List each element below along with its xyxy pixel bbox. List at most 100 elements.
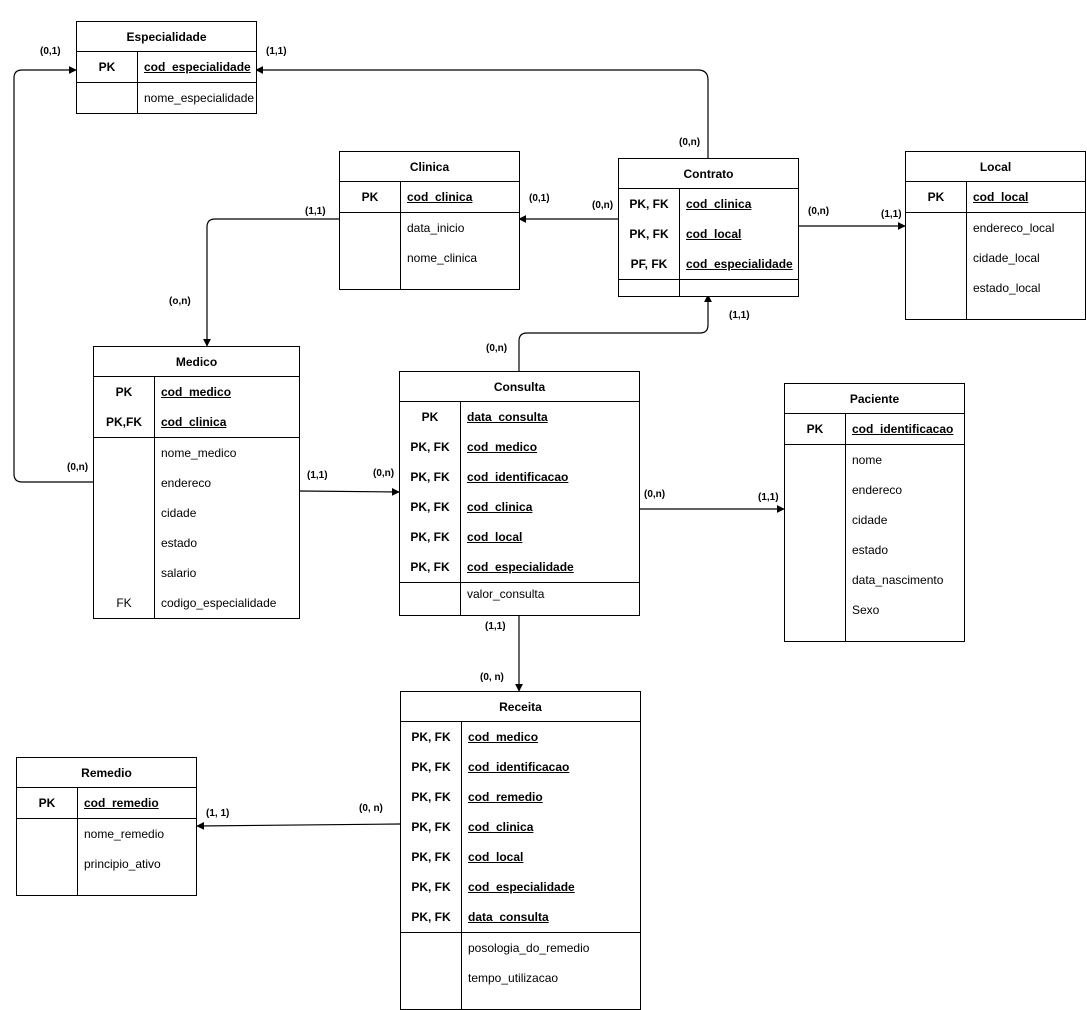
key-field: cod_medico (161, 385, 232, 399)
edge-contrato-especialidade (255, 66, 709, 158)
key-field: cod_medico (467, 440, 538, 454)
cardinality-label: (0, n) (480, 672, 504, 683)
key-field: cod_clinica (467, 500, 533, 514)
attribute-row: nome_remedio (17, 819, 196, 849)
edge-clinica-medico (203, 218, 339, 347)
cardinality-label: (0,n) (373, 468, 395, 479)
attribute-field: nome_especialidade (144, 91, 255, 105)
key-type: PK, FK (410, 530, 450, 544)
attribute-row: principio_ativo (17, 849, 196, 879)
attribute-row: endereco (785, 475, 964, 505)
cardinality-label: (1, 1) (206, 808, 230, 819)
key-type: PK (361, 190, 379, 204)
key-type: PK, FK (411, 880, 451, 894)
attribute-field: cidade_local (973, 251, 1040, 265)
attribute-section: nome_especialidade (77, 83, 256, 113)
edge-medico-consulta (299, 487, 400, 496)
attribute-row: estado_local (906, 273, 1085, 303)
attribute-row: salario (94, 558, 299, 588)
attribute-section: nome_medico endereco cidade estado salar… (94, 438, 299, 618)
attribute-row: nome (785, 445, 964, 475)
attribute-field: estado (852, 543, 889, 557)
key-type: PK,FK (106, 415, 142, 429)
entity-title: Remedio (17, 758, 196, 788)
attribute-field: posologia_do_remedio (468, 941, 590, 955)
key-type: PK, FK (410, 470, 450, 484)
edge-consulta-contrato (518, 294, 712, 371)
key-field: cod_local (468, 850, 524, 864)
attribute-row: data_nascimento (785, 565, 964, 595)
attribute-row: posologia_do_remedio (401, 933, 640, 963)
cardinality-label: (0,n) (808, 206, 830, 217)
attribute-field: cidade (852, 513, 888, 527)
attribute-field: nome_remedio (84, 827, 165, 841)
cardinality-label: (1,1) (266, 46, 287, 57)
key-field: cod_clinica (407, 190, 473, 204)
key-type: PK, FK (629, 197, 669, 211)
attribute-section (619, 280, 798, 296)
attribute-section: valor_consulta (400, 583, 639, 615)
key-type: PK, FK (410, 560, 450, 574)
key-type: PK, FK (411, 760, 451, 774)
attribute-row: cidade_local (906, 243, 1085, 273)
entity-medico[interactable]: Medico PK cod_medico PK,FK cod_clinica nom… (93, 346, 300, 619)
entity-title: Clinica (340, 152, 519, 182)
attribute-field: principio_ativo (84, 857, 161, 871)
key-field: data_consulta (467, 410, 548, 424)
attribute-section: nome_remedio principio_ativo (17, 819, 196, 895)
cardinality-label: (1,1) (729, 310, 750, 321)
cardinality-label: (0,n) (679, 137, 701, 148)
key-field: cod_especialidade (144, 60, 251, 74)
attribute-row: nome_clinica (340, 243, 519, 273)
attribute-field: endereco (161, 476, 212, 490)
attribute-field: salario (161, 566, 197, 580)
attribute-row: Sexo (785, 595, 964, 625)
cardinality-label: (o,n) (169, 296, 191, 307)
key-type: PF, FK (630, 257, 668, 271)
key-field: cod_clinica (161, 415, 227, 429)
key-field: cod_especialidade (468, 880, 575, 894)
attribute-row: tempo_utilizacao (401, 963, 640, 993)
attr-key-type: FK (116, 596, 132, 610)
entity-title: Especialidade (77, 22, 256, 52)
attribute-field: codigo_especialidade (161, 596, 277, 610)
key-field: cod_local (973, 190, 1029, 204)
attribute-field: data_nascimento (852, 573, 944, 587)
edge-medico-especialidade (13, 66, 93, 483)
cardinality-label: (0,n) (644, 489, 666, 500)
attribute-field: nome_medico (161, 446, 237, 460)
attribute-row: nome_medico (94, 438, 299, 468)
cardinality-label: (1,1) (881, 209, 902, 220)
key-type: PK, FK (629, 227, 669, 241)
key-field: cod_remedio (468, 790, 543, 804)
attribute-row: endereco (94, 468, 299, 498)
cardinality-label: (0,n) (486, 343, 508, 354)
entity-title: Medico (94, 347, 299, 377)
key-type: PK (115, 385, 133, 399)
key-row: PK, FK cod_especialidade (401, 872, 640, 902)
key-field: data_consulta (468, 910, 549, 924)
entity-title: Receita (401, 692, 640, 722)
attribute-field: tempo_utilizacao (468, 971, 559, 985)
